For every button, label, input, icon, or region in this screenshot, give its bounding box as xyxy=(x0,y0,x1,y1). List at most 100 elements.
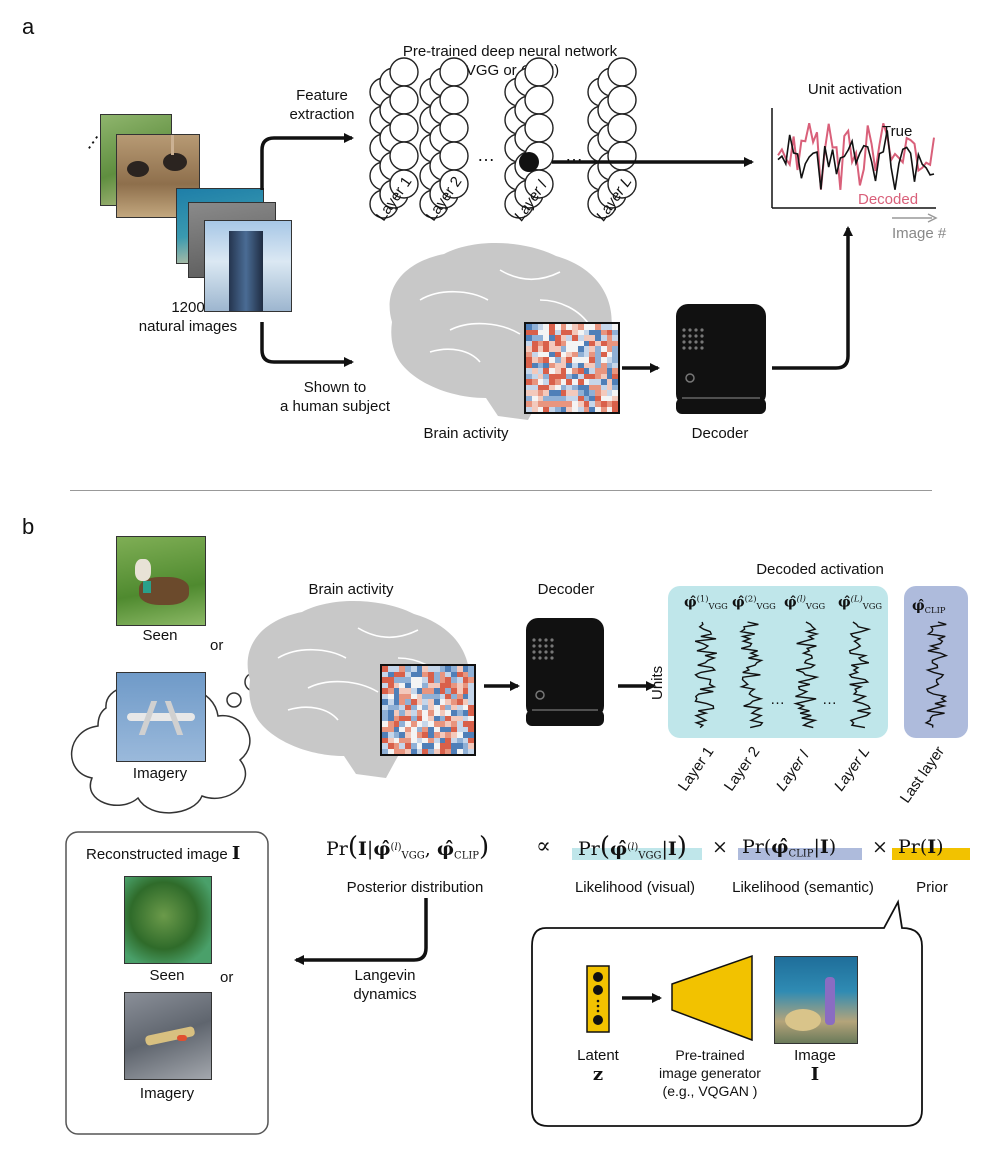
decoded-activation-traces xyxy=(694,621,949,729)
decoder-icon xyxy=(676,304,766,414)
times-symbol-2: × xyxy=(872,836,888,858)
image-thumb-building xyxy=(204,220,292,312)
reconstructed-seen-label: Seen xyxy=(149,967,185,984)
likelihood-visual-bar xyxy=(572,848,702,860)
imagery-label: Imagery xyxy=(132,765,188,782)
prior-bar xyxy=(892,848,970,860)
phi-vgg-1: φ̂(1)VGG xyxy=(684,594,728,612)
network-unit xyxy=(607,141,637,171)
decoded-legend: Decoded xyxy=(858,191,919,208)
arrow-langevin xyxy=(294,898,428,965)
network-unit xyxy=(389,113,419,143)
image-generator-icon xyxy=(671,954,753,1042)
reconstructed-seen-image xyxy=(124,876,212,964)
decoded-trace xyxy=(739,621,764,729)
likelihood-visual-label: Likelihood (visual) xyxy=(574,879,696,896)
phi-vgg-2: φ̂(2)VGG xyxy=(732,594,776,612)
neural-network-layers xyxy=(369,57,637,219)
decoded-trace xyxy=(694,621,717,729)
decoder-icon-b xyxy=(526,618,604,726)
brain-activity-pattern-b xyxy=(380,664,476,756)
panel-b-label: b xyxy=(22,514,35,539)
prior-expression: Pr(I) xyxy=(898,836,944,858)
network-unit xyxy=(389,169,419,199)
imagery-image-airplane xyxy=(116,672,206,762)
proportional-symbol: ∝ xyxy=(536,834,551,859)
trace-ellipsis-1: … xyxy=(770,691,785,708)
units-axis-label: Units xyxy=(649,665,666,700)
network-unit xyxy=(607,113,637,143)
decoded-trace xyxy=(793,621,820,729)
image-output-label: Image I xyxy=(794,1047,836,1085)
feature-extraction-label: Feature extraction xyxy=(289,87,355,123)
network-unit xyxy=(389,57,419,87)
network-unit xyxy=(439,113,469,143)
decoded-trace xyxy=(924,621,949,728)
network-unit xyxy=(439,141,469,171)
thought-bubble-small xyxy=(226,692,242,708)
langevin-label: Langevin dynamics xyxy=(353,967,417,1003)
decoded-activation-title: Decoded activation xyxy=(756,561,884,578)
posterior-label: Posterior distribution xyxy=(346,879,484,896)
network-unit xyxy=(389,85,419,115)
decoder-label: Decoder xyxy=(691,425,749,442)
network-unit xyxy=(524,57,554,87)
reconstructed-imagery-label: Imagery xyxy=(139,1085,195,1102)
network-unit xyxy=(607,57,637,87)
network-unit xyxy=(439,57,469,87)
network-unit xyxy=(607,85,637,115)
arrow-shown-to-subject xyxy=(260,322,354,367)
network-unit xyxy=(524,113,554,143)
reconstructed-or-label: or xyxy=(220,969,234,986)
network-unit xyxy=(439,169,469,199)
images-caption: 1200 natural images xyxy=(138,299,238,335)
unit-activation-chart xyxy=(771,108,938,223)
selected-unit xyxy=(519,152,539,172)
likelihood-visual-expression: Pr(φ̂(l)VGG|I) xyxy=(578,832,687,862)
arrow-feature-extraction xyxy=(260,133,354,190)
arrow-decoder-to-activation xyxy=(772,226,853,370)
network-unit xyxy=(524,169,554,199)
decoded-trace xyxy=(848,621,872,729)
panel-a-diagram xyxy=(260,57,938,420)
seen-image-goat xyxy=(116,536,206,626)
clip-activation-box xyxy=(904,586,968,738)
network-unit xyxy=(389,141,419,171)
generator-label: Pre-trained image generator (e.g., VQGAN… xyxy=(659,1047,761,1099)
layer-ellipsis-2: … xyxy=(565,145,583,165)
true-legend: True xyxy=(882,123,913,140)
unit-activation-title: Unit activation xyxy=(807,81,903,98)
or-label: or xyxy=(210,637,224,654)
panel-divider xyxy=(70,490,932,491)
vgg-activation-box xyxy=(668,586,888,738)
prior-label: Prior xyxy=(916,879,948,896)
latent-vector-icon xyxy=(586,965,610,1033)
trace-ellipsis-2: … xyxy=(822,691,837,708)
latent-label: Latent z xyxy=(577,1047,619,1085)
reconstructed-image-box xyxy=(65,831,269,1135)
likelihood-semantic-expression: Pr(φ̂CLIP|I) xyxy=(742,836,837,860)
natural-image-stack: ⋮ xyxy=(78,110,298,320)
likelihood-semantic-label: Likelihood (semantic) xyxy=(732,879,874,896)
brain-activity-pattern xyxy=(524,322,620,414)
network-unit xyxy=(524,85,554,115)
network-unit xyxy=(439,85,469,115)
phi-vgg-l: φ̂(l)VGG xyxy=(784,594,826,612)
reconstructed-imagery-image xyxy=(124,992,212,1080)
brain-activity-label: Brain activity xyxy=(423,425,509,442)
brain-activity-label-b: Brain activity xyxy=(308,581,394,598)
decoded-activation-trace xyxy=(777,122,935,190)
posterior-expression: Pr(I|φ̂(l)VGG, φ̂CLIP) xyxy=(326,832,490,862)
reconstructed-title: Reconstructed image I xyxy=(86,843,241,864)
phi-clip: φ̂CLIP xyxy=(912,598,946,615)
image-number-axis-label: Image # xyxy=(892,225,947,242)
phi-vgg-L: φ̂(L)VGG xyxy=(838,594,883,612)
layer-ellipsis-1: … xyxy=(477,145,495,165)
likelihood-semantic-bar xyxy=(738,848,862,860)
true-activation-trace xyxy=(777,130,935,190)
times-symbol-1: × xyxy=(712,836,728,858)
seen-label: Seen xyxy=(142,627,178,644)
decoder-label-b: Decoder xyxy=(537,581,595,598)
panel-a-label: a xyxy=(22,14,35,39)
generated-image-reef xyxy=(774,956,858,1044)
